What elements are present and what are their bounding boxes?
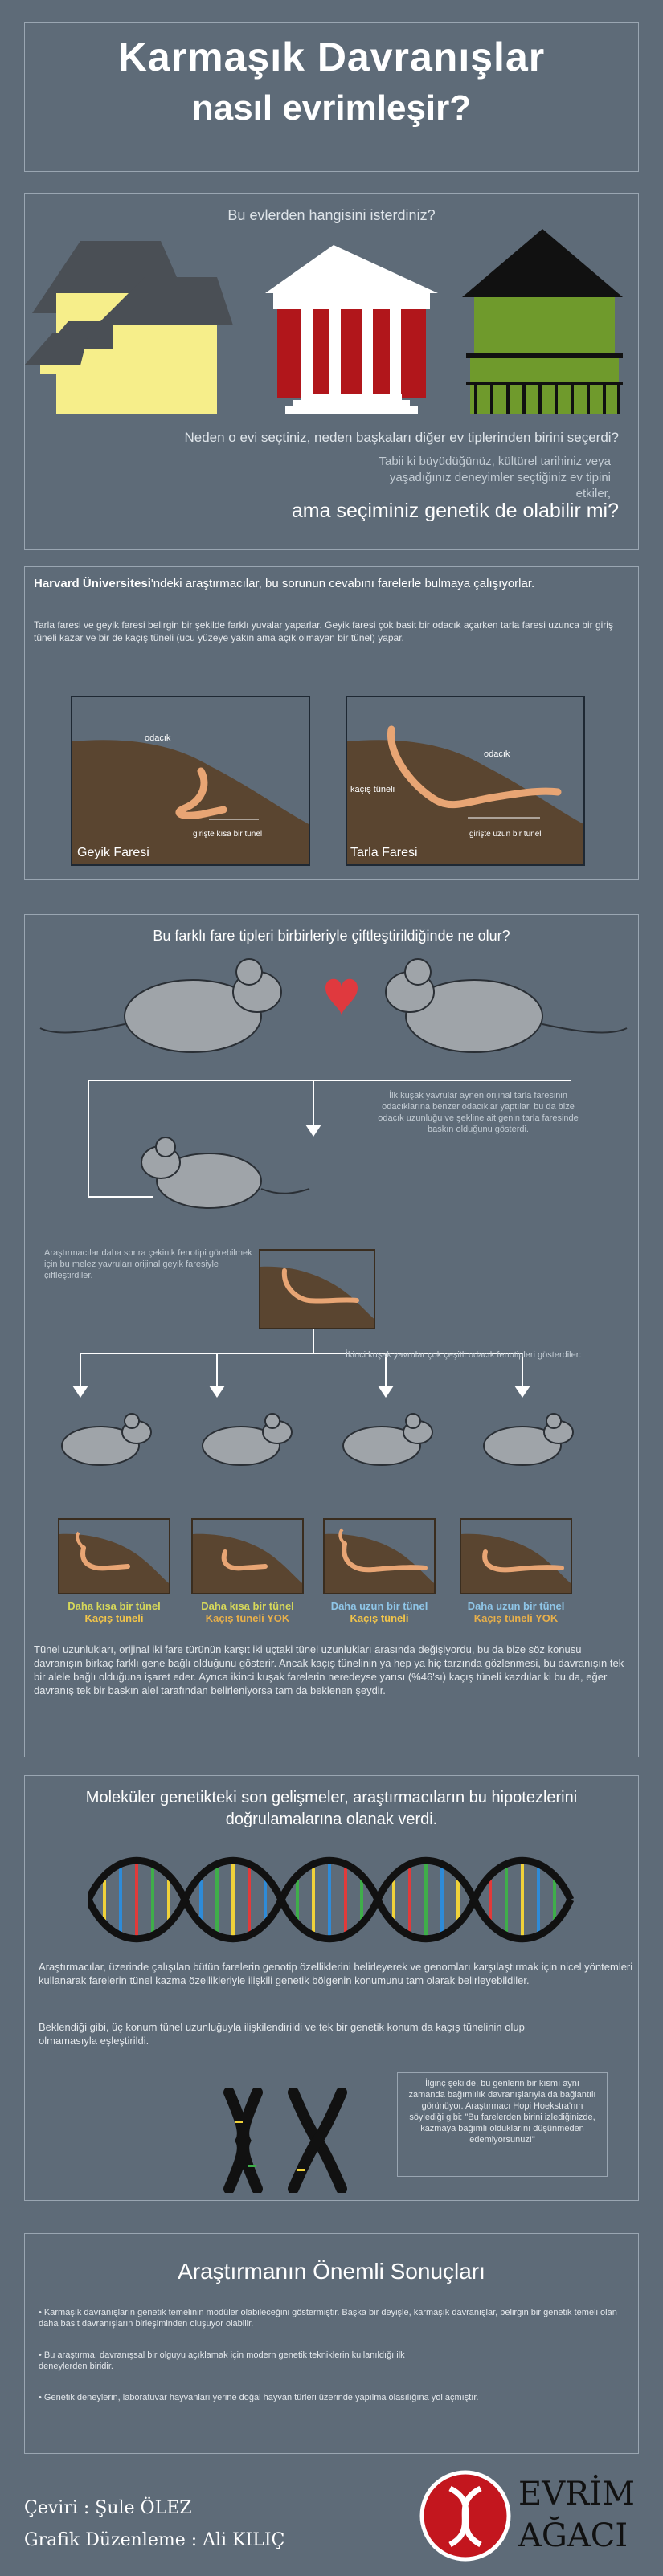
yellow-house-icon: [24, 241, 233, 414]
result-burrow-3: [323, 1518, 436, 1594]
deer-mouse-name: Geyik Faresi: [77, 846, 149, 859]
result-4-caption: Daha uzun bir tünel Kaçış tüneli YOK: [452, 1600, 580, 1624]
translator-credit: Çeviri : Şule ÖLEZ: [24, 2498, 192, 2518]
harvard-intro-rest: 'ndeki araştırmacılar, bu sorunun cevabı…: [150, 577, 535, 590]
genetics-quote: İlginç şekilde, bu genlerin bir kısmı ay…: [397, 2072, 608, 2177]
parent-mouse-right-icon: [385, 958, 628, 1053]
second-gen-text: İkinci kuşak yavrular çok çeşitli odacık…: [346, 1350, 582, 1360]
harvard-intro: Harvard Üniversitesi'ndeki araştırmacıla…: [34, 577, 628, 590]
header-panel: [24, 22, 639, 172]
result-1-escape: Kaçış tüneli: [84, 1612, 144, 1624]
crossing-diagram: [39, 958, 628, 1466]
crossing-panel: [24, 914, 639, 1757]
evrim-agaci-logo-icon: [419, 2470, 511, 2562]
deer-mouse-burrow: [71, 696, 310, 866]
conclusions-title: Araştırmanın Önemli Sonuçları: [178, 2259, 485, 2284]
houses-illustration: [24, 229, 623, 414]
page-title: Karmaşık Davranışlar: [117, 35, 546, 80]
conclusion-item-1: • Karmaşık davranışların genetik temelin…: [39, 2308, 617, 2329]
backcross-text: Araştırmacılar daha sonra çekinik fenoti…: [44, 1248, 252, 1280]
brand-line2: AĞACI: [518, 2517, 628, 2554]
parent-mouse-left-icon: [39, 958, 282, 1053]
deer-tunnel-label: girişte kısa bir tünel: [193, 830, 263, 839]
f2-mouse-1-icon: [61, 1413, 152, 1466]
harvard-desc: Tarla faresi ve geyik faresi belirgin bi…: [34, 619, 613, 643]
genetics-p2: Beklendiği gibi, üç konum tünel uzunluğu…: [39, 2021, 525, 2047]
houses-question: Bu evlerden hangisini isterdiniz?: [227, 207, 436, 223]
f2-mouse-2-icon: [202, 1413, 293, 1466]
conclusion-item-1-text: Karmaşık davranışların genetik temelinin…: [39, 2308, 617, 2329]
harvard-name: Harvard Üniversitesi: [34, 577, 151, 590]
field-mouse-name: Tarla Faresi: [350, 846, 418, 859]
f1-burrow: [259, 1249, 375, 1329]
harvard-panel: [24, 566, 639, 880]
brand-line1: EVRİM: [518, 2476, 635, 2513]
f1-mouse-icon: [141, 1137, 310, 1209]
field-mouse-burrow: [346, 696, 585, 866]
houses-panel: [24, 193, 639, 550]
crossing-title: Bu farklı fare tipleri birbirleriyle çif…: [153, 928, 510, 944]
houses-q3: Tabii ki büyüdüğünüz, kültürel tarihiniz…: [379, 455, 612, 500]
result-burrow-2: [191, 1518, 304, 1594]
page-subtitle: nasıl evrimleşir?: [191, 88, 472, 128]
houses-q4: ama seçiminiz genetik de olabilir mi?: [291, 500, 619, 522]
genetics-title: Moleküler genetikteki son gelişmeler, ar…: [85, 1789, 578, 1828]
result-2-escape: Kaçış tüneli YOK: [205, 1612, 290, 1624]
conclusion-item-3: • Genetik deneylerin, laboratuvar hayvan…: [39, 2393, 479, 2402]
result-3-tunnel: Daha uzun bir tünel: [330, 1600, 428, 1612]
result-3-caption: Daha uzun bir tünel Kaçış tüneli: [315, 1600, 444, 1624]
result-4-tunnel: Daha uzun bir tünel: [467, 1600, 565, 1612]
conclusion-item-2-text: Bu araştırma, davranışsal bir olguyu açı…: [39, 2350, 405, 2371]
genetics-panel: [24, 1775, 639, 2201]
result-1-tunnel: Daha kısa bir tünel: [68, 1600, 161, 1612]
f2-mouse-3-icon: [342, 1413, 433, 1466]
conclusion-item-3-text: Genetik deneylerin, laboratuvar hayvanla…: [43, 2393, 479, 2402]
result-2-tunnel: Daha kısa bir tünel: [201, 1600, 294, 1612]
field-escape-label: kaçış tüneli: [350, 785, 395, 794]
f2-mouse-4-icon: [483, 1413, 574, 1466]
result-3-escape: Kaçış tüneli: [350, 1612, 409, 1624]
chromosome-icon: [223, 2088, 347, 2193]
conclusion-item-2: • Bu araştırma, davranışsal bir olguyu a…: [39, 2350, 405, 2371]
result-4-escape: Kaçış tüneli YOK: [473, 1612, 559, 1624]
heart-icon: [325, 978, 358, 1016]
red-house-icon: [265, 245, 438, 414]
green-house-icon: [462, 229, 623, 414]
crossing-summary: Tünel uzunlukları, orijinal iki fare tür…: [34, 1643, 624, 1696]
design-credit: Grafik Düzenleme : Ali KILIÇ: [24, 2530, 285, 2550]
dna-helix-icon: [88, 1856, 575, 1943]
first-gen-text: İlk kuşak yavrular aynen orijinal tarla …: [378, 1091, 579, 1134]
houses-q2: Neden o evi seçtiniz, neden başkaları di…: [184, 430, 619, 445]
result-1-caption: Daha kısa bir tünel Kaçış tüneli: [50, 1600, 178, 1624]
conclusions-panel: [24, 2233, 639, 2454]
result-burrow-1: [58, 1518, 170, 1594]
result-burrow-4: [460, 1518, 572, 1594]
result-2-caption: Daha kısa bir tünel Kaçış tüneli YOK: [183, 1600, 312, 1624]
field-tunnel-label: girişte uzun bir tünel: [469, 830, 542, 839]
field-chamber-label: odacık: [484, 749, 510, 759]
deer-chamber-label: odacık: [145, 733, 171, 743]
genetics-p1: Araştırmacılar, üzerinde çalışılan bütün…: [39, 1961, 633, 1986]
